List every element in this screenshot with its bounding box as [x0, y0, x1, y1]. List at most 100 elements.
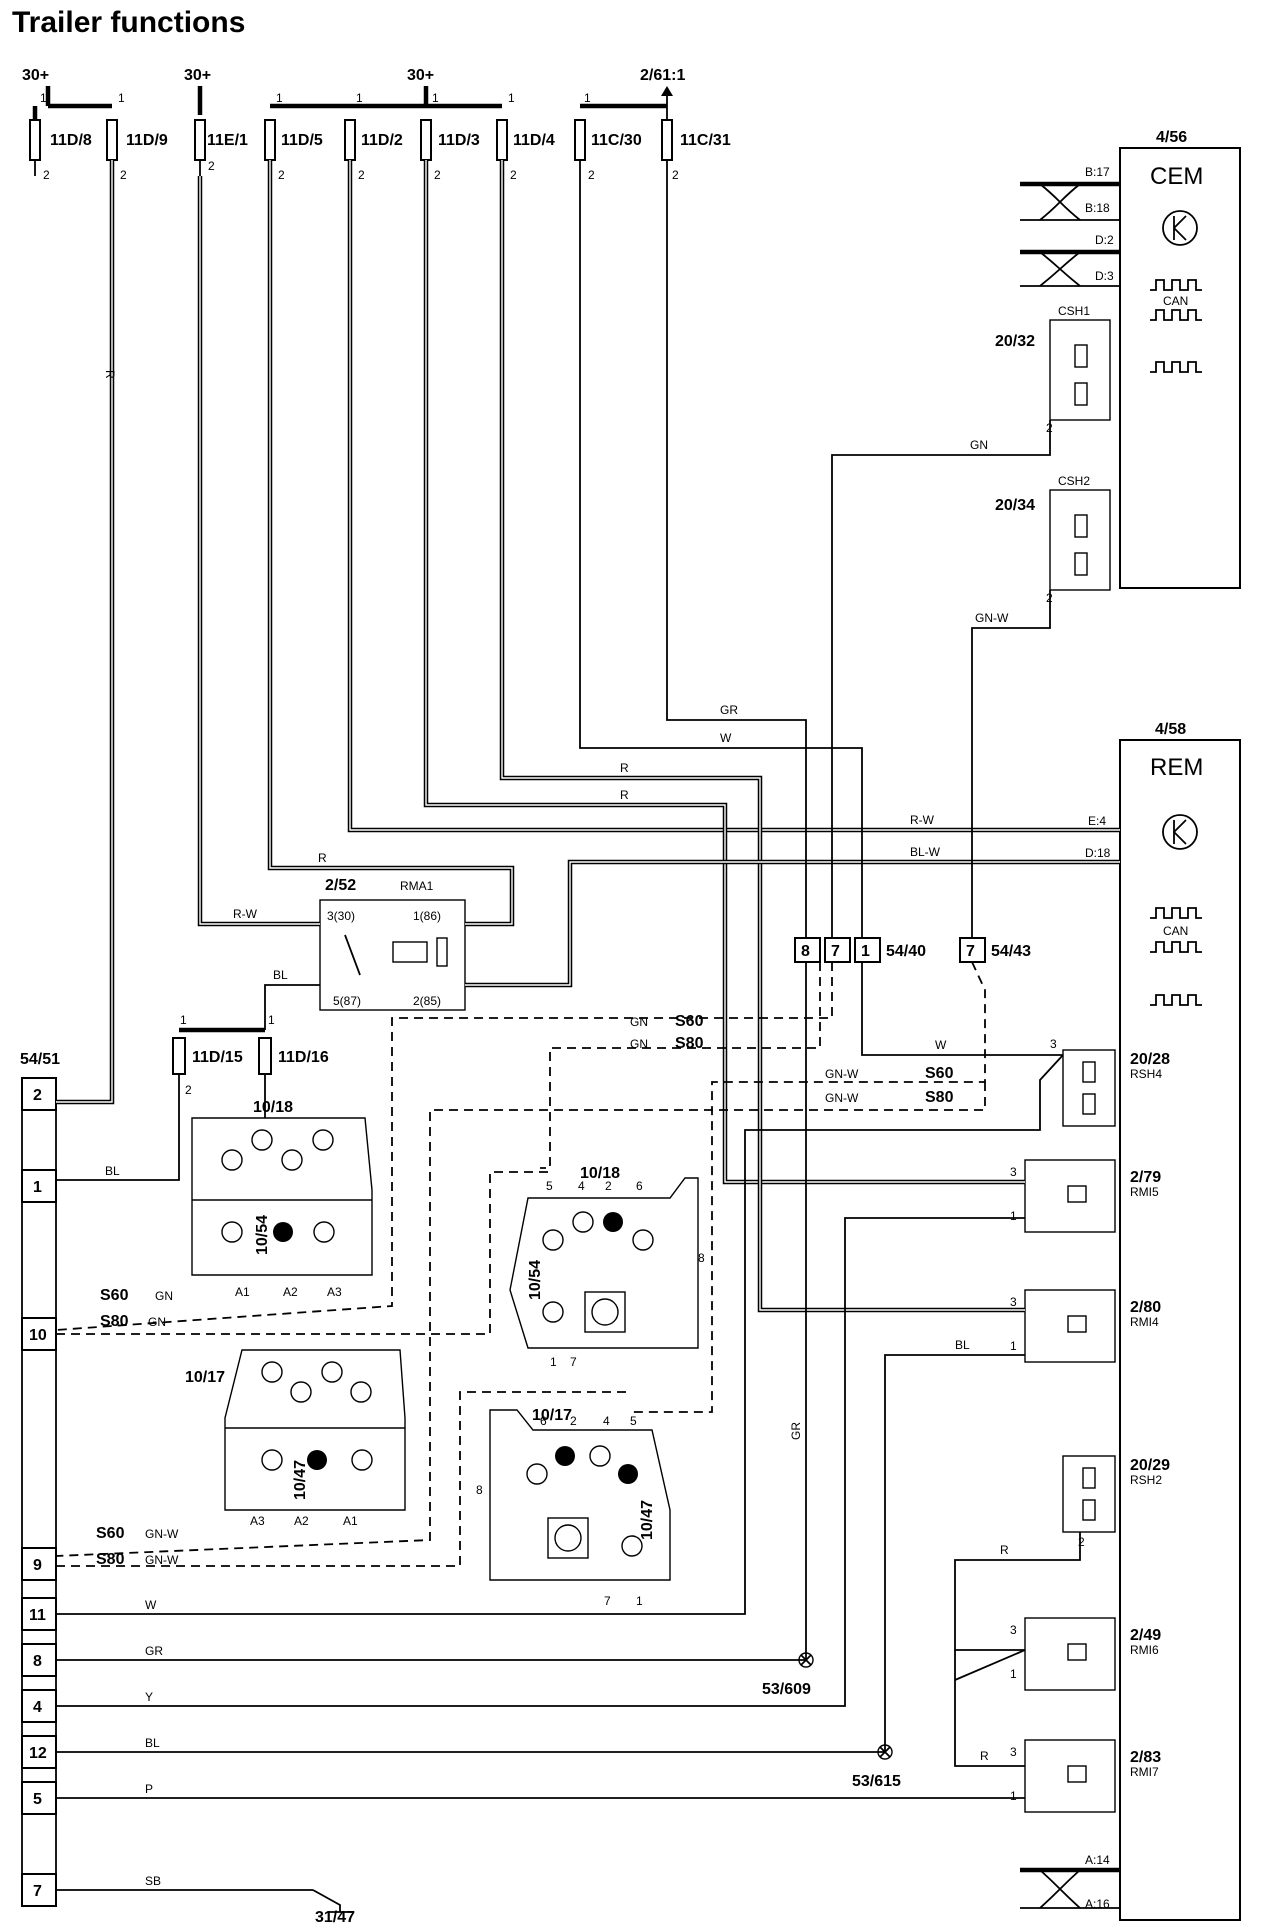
- svg-text:5: 5: [630, 1414, 637, 1428]
- svg-text:2: 2: [185, 1083, 192, 1097]
- svg-text:D:18: D:18: [1085, 846, 1111, 860]
- svg-text:GN-W: GN-W: [975, 611, 1009, 625]
- svg-text:RMI6: RMI6: [1130, 1643, 1159, 1657]
- fuse-11c-30: 12 11C/30: [574, 91, 642, 182]
- svg-text:10/17: 10/17: [185, 1369, 225, 1386]
- svg-text:2/80: 2/80: [1130, 1299, 1161, 1316]
- svg-text:1: 1: [432, 91, 439, 105]
- svg-text:D:2: D:2: [1095, 233, 1114, 247]
- rem-can-bus-wires: [1020, 1867, 1120, 1909]
- rem-signal-icon-2: [1150, 941, 1202, 953]
- svg-text:RSH4: RSH4: [1130, 1067, 1162, 1081]
- fuse-11d-4: 12 11D/4: [496, 91, 555, 182]
- svg-text:3: 3: [1010, 1165, 1017, 1179]
- wire-11d-2-to-rem-e4: R-W: [347, 160, 1120, 833]
- svg-text:3: 3: [1010, 1623, 1017, 1637]
- svg-text:3: 3: [1050, 1037, 1057, 1051]
- shunt-rsh2: 20/29 RSH2 2: [1062, 1455, 1170, 1549]
- svg-text:9: 9: [33, 1557, 42, 1574]
- svg-text:2: 2: [278, 168, 285, 182]
- svg-text:5(87): 5(87): [333, 994, 361, 1008]
- svg-text:RMI5: RMI5: [1130, 1185, 1159, 1199]
- svg-text:1: 1: [276, 91, 283, 105]
- svg-text:CSH2: CSH2: [1058, 474, 1090, 488]
- cem-signal-icon-1: [1150, 279, 1202, 291]
- svg-text:RMI4: RMI4: [1130, 1315, 1159, 1329]
- svg-text:4: 4: [603, 1414, 610, 1428]
- svg-text:1: 1: [180, 1013, 187, 1027]
- svg-text:BL: BL: [145, 1736, 160, 1750]
- svg-text:S80: S80: [675, 1035, 704, 1052]
- diagram-title: Trailer functions: [12, 6, 245, 39]
- svg-text:8: 8: [33, 1653, 42, 1670]
- svg-text:RMI7: RMI7: [1130, 1765, 1159, 1779]
- svg-text:BL: BL: [105, 1164, 120, 1178]
- svg-text:GN: GN: [630, 1037, 648, 1051]
- svg-text:2/52: 2/52: [325, 877, 356, 894]
- wire-rma1-to-rem-d18: BL-W: [465, 845, 1120, 988]
- svg-text:GN: GN: [155, 1289, 173, 1303]
- wire-csh2-to-54-43: GN-W: [971, 590, 1051, 938]
- svg-text:SB: SB: [145, 1874, 161, 1888]
- supply-label-30-c: 30+: [407, 67, 434, 84]
- cem-signal-icon-3: [1150, 361, 1202, 373]
- svg-text:GN: GN: [970, 438, 988, 452]
- relay-rmi5: 2/79 RMI5 31: [1010, 1159, 1161, 1233]
- rem-signal-icon-3: [1150, 994, 1202, 1006]
- cem-module: 4/56 CEM CAN B:17 B:18 D:2 D:3: [1085, 129, 1241, 589]
- svg-text:10/54: 10/54: [254, 1215, 271, 1255]
- svg-text:7: 7: [570, 1355, 577, 1369]
- svg-text:R-W: R-W: [233, 907, 258, 921]
- relay-rmi6: 2/49 RMI6 3 1: [1010, 1617, 1161, 1691]
- supply-label-2-61: 2/61:1: [640, 67, 685, 84]
- wire-rmi4-to-ground: BL BL: [56, 1338, 1025, 1753]
- svg-text:S80: S80: [96, 1551, 125, 1568]
- svg-text:A3: A3: [250, 1514, 265, 1528]
- svg-text:GN-W: GN-W: [825, 1067, 859, 1081]
- svg-text:11D/9: 11D/9: [126, 132, 168, 149]
- svg-text:GN: GN: [148, 1315, 166, 1329]
- svg-text:4: 4: [33, 1699, 42, 1716]
- wire-csh1-to-54-40: GN: [831, 420, 1051, 938]
- svg-text:R: R: [318, 851, 327, 865]
- svg-text:10: 10: [29, 1327, 47, 1344]
- svg-text:31/47: 31/47: [315, 1909, 355, 1924]
- cem-can-bus-wires: [1020, 181, 1120, 287]
- svg-text:1: 1: [636, 1594, 643, 1608]
- svg-text:1: 1: [550, 1355, 557, 1369]
- svg-text:7: 7: [33, 1883, 42, 1900]
- svg-text:11D/2: 11D/2: [361, 132, 403, 149]
- svg-text:2: 2: [510, 168, 517, 182]
- svg-text:11E/1: 11E/1: [207, 132, 248, 149]
- svg-text:10/17: 10/17: [532, 1407, 572, 1424]
- svg-text:GN-W: GN-W: [145, 1527, 179, 1541]
- svg-text:10/54: 10/54: [527, 1260, 544, 1300]
- connector-54-43: 7 54/43: [959, 937, 1031, 963]
- wire-rsh2-to-rmi6-rmi7: R R: [954, 1532, 1081, 1767]
- wire-11d-9-to-54-51: R: [56, 160, 117, 1105]
- shunt-rsh4: 20/28 RSH4 3: [1050, 1037, 1170, 1127]
- svg-text:11D/15: 11D/15: [192, 1049, 243, 1066]
- svg-text:R: R: [620, 761, 629, 775]
- svg-text:A3: A3: [327, 1285, 342, 1299]
- shunt-csh1: 20/32 CSH1 2: [995, 304, 1111, 435]
- svg-text:1: 1: [40, 91, 47, 105]
- svg-text:1: 1: [1010, 1667, 1017, 1681]
- svg-text:GR: GR: [789, 1422, 803, 1440]
- fuse-11d-3: 12 11D/3: [420, 91, 480, 182]
- fuse-11d-16: 1 11D/16: [258, 1013, 329, 1075]
- svg-text:10/47: 10/47: [639, 1500, 656, 1540]
- svg-text:8: 8: [476, 1483, 483, 1497]
- svg-text:W: W: [935, 1038, 947, 1052]
- svg-text:7: 7: [604, 1594, 611, 1608]
- svg-text:BL: BL: [273, 968, 288, 982]
- svg-text:2/49: 2/49: [1130, 1627, 1161, 1644]
- svg-text:2(85): 2(85): [413, 994, 441, 1008]
- wire-rsh4-to-54-51-pin11: W: [56, 1054, 1064, 1615]
- svg-text:1: 1: [1010, 1339, 1017, 1353]
- svg-text:A2: A2: [294, 1514, 309, 1528]
- svg-text:R: R: [1000, 1543, 1009, 1557]
- svg-text:B:18: B:18: [1085, 201, 1110, 215]
